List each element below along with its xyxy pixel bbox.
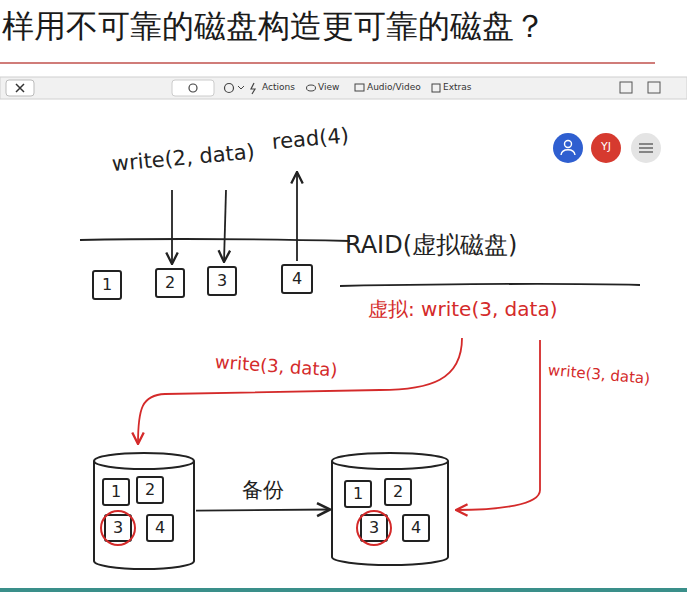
- disk-outline: [330, 452, 450, 566]
- write-arrow: [171, 190, 173, 264]
- toolbar-item: Audio/Video: [367, 82, 421, 92]
- avatar: [591, 133, 621, 163]
- menu-icon: [639, 144, 653, 152]
- mirror-write-arrow: [138, 338, 462, 444]
- view-icon: [307, 85, 316, 91]
- disk-outline: [94, 453, 194, 569]
- disk-block: 4: [402, 514, 430, 542]
- raid-underline: [340, 284, 640, 286]
- disk-outline: [92, 452, 196, 570]
- disk-block: 2: [136, 476, 164, 504]
- disk-outline: [332, 453, 448, 565]
- close-button: [6, 80, 34, 96]
- mirror-write: write(3, data): [547, 362, 650, 388]
- read-call: read(4): [271, 123, 350, 154]
- person-icon: [565, 141, 572, 148]
- toolbar-button: [172, 80, 214, 96]
- block-number: 1: [353, 486, 363, 502]
- raid-label: RAID(虚拟磁盘): [345, 232, 517, 260]
- block-number: 3: [369, 520, 379, 536]
- refresh-icon: [189, 84, 197, 92]
- mirror-write-arrow: [456, 340, 540, 510]
- title-rule: [0, 62, 655, 64]
- disk-block: 3: [104, 514, 132, 542]
- virtual-block: 3: [207, 266, 237, 296]
- block-number: 4: [411, 520, 421, 536]
- block-number: 1: [102, 277, 112, 293]
- disk-block: 1: [102, 478, 130, 506]
- block-number: 3: [113, 520, 123, 536]
- layout-icon: [620, 82, 632, 93]
- read-arrow: [296, 172, 298, 261]
- close-icon: [16, 84, 24, 92]
- slide-title: 样用不可靠的磁盘构造更可靠的磁盘？: [2, 8, 546, 45]
- edge-label: 备份: [239, 478, 287, 502]
- virtual-write: 虚拟: write(3, data): [368, 298, 557, 321]
- virtual-block: 4: [281, 264, 313, 294]
- toolbar: [0, 77, 687, 99]
- actions-icon: [251, 83, 255, 94]
- block-number: 2: [393, 484, 403, 500]
- person-icon: [561, 150, 575, 155]
- pen-icon: [225, 84, 234, 93]
- layout-icon: [648, 82, 660, 93]
- av-icon: [355, 84, 364, 91]
- virtual-block: 1: [92, 270, 122, 300]
- virtual-disk-line: [80, 239, 350, 241]
- disk-block: 3: [360, 514, 388, 542]
- virtual-block: 2: [155, 268, 185, 298]
- dropdown-icon: [238, 86, 244, 89]
- toolbar-item: Extras: [443, 82, 471, 92]
- toolbar-item: Actions: [262, 82, 295, 92]
- block-number: 3: [217, 273, 227, 289]
- avatar: [631, 133, 661, 163]
- backup-arrow: [196, 509, 330, 510]
- block-number: 2: [145, 482, 155, 498]
- disk-block: 2: [384, 478, 412, 506]
- avatar: [553, 133, 583, 163]
- write-call: write(2, data): [111, 140, 256, 177]
- disk-cylinder: 1 2 3 4: [330, 452, 450, 566]
- block-number: 4: [292, 271, 302, 287]
- mirror-write: write(3, data): [214, 352, 338, 381]
- write-arrow: [224, 190, 226, 262]
- disk-cylinder: 1 2 3 4: [92, 452, 196, 570]
- extras-icon: [432, 84, 440, 92]
- toolbar-item: View: [318, 82, 339, 92]
- avatar-initials: YJ: [591, 141, 621, 154]
- block-number: 1: [111, 484, 121, 500]
- disk-block: 1: [344, 480, 372, 508]
- bottom-bar: [0, 588, 687, 592]
- disk-block: 4: [146, 514, 174, 542]
- block-number: 2: [165, 275, 175, 291]
- block-number: 4: [155, 520, 165, 536]
